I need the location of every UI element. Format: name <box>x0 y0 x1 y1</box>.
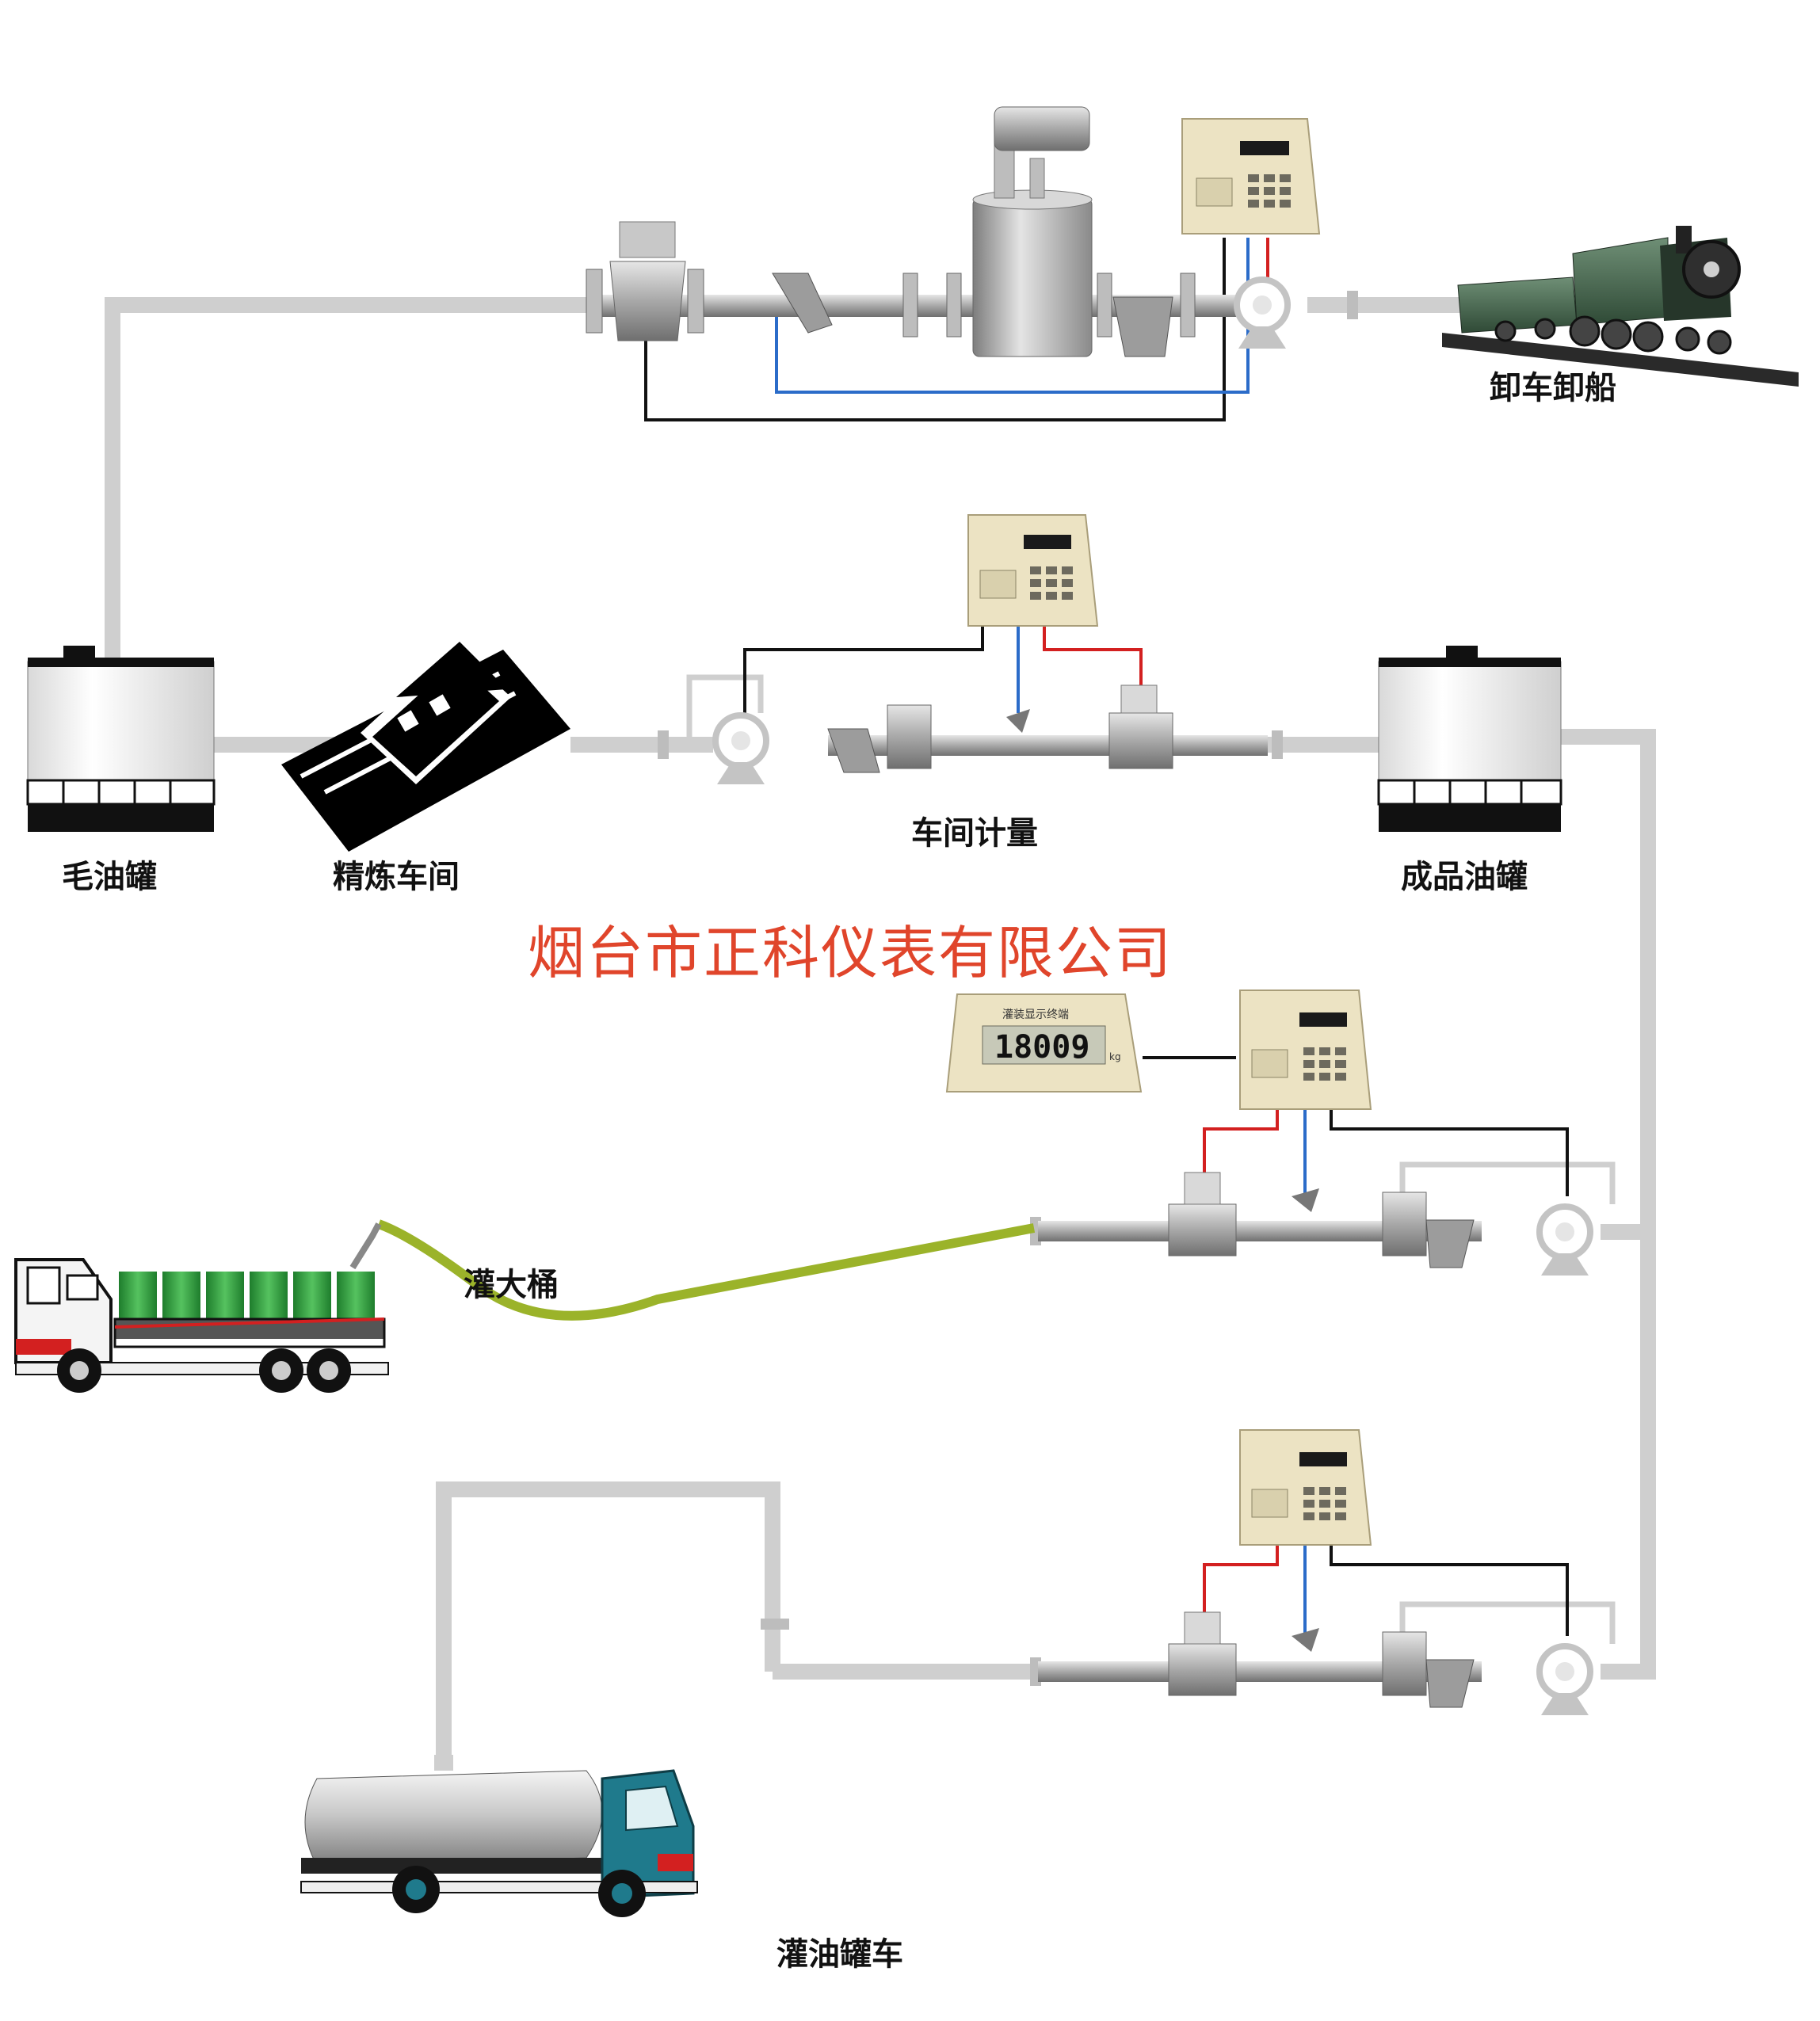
strainer-workshop <box>827 728 880 773</box>
meter-workshop <box>1108 712 1173 769</box>
controller-tanker <box>1239 1429 1372 1546</box>
refinery-house-icon <box>281 642 570 852</box>
controller-barrel <box>1239 990 1372 1110</box>
tanker-filling-line <box>1038 1611 1593 1715</box>
label-refinery: 精炼车间 <box>333 859 460 895</box>
label-workshop-metering: 车间计量 <box>911 815 1038 852</box>
remote-display-title: 灌装显示终端 <box>1002 1009 1069 1021</box>
bypass-tanker <box>1399 1601 1616 1644</box>
flange <box>761 1619 789 1630</box>
valve-workshop <box>887 704 932 769</box>
remote-display-unit: kg <box>1109 1051 1121 1062</box>
flange <box>1272 730 1283 759</box>
valve-barrel <box>1382 1192 1427 1256</box>
controller-workshop <box>967 514 1099 627</box>
barrel-filling-line <box>349 1172 1593 1321</box>
strainer-tanker <box>1425 1659 1475 1708</box>
mass-flow-meter <box>972 106 1196 357</box>
product-oil-tank <box>1377 646 1562 832</box>
label-product-tank: 成品油罐 <box>1401 859 1528 895</box>
drum-truck <box>14 1258 389 1393</box>
flange <box>658 730 669 759</box>
cable-barrel-red <box>1203 1109 1279 1188</box>
cable-barrel-black <box>1330 1109 1569 1196</box>
strainer-barrel <box>1425 1219 1475 1268</box>
control-valve <box>586 221 704 341</box>
sensor-tanker <box>1292 1628 1319 1652</box>
sensor-barrel <box>1292 1188 1319 1212</box>
pipe-product-tank-riser <box>1549 729 1656 1680</box>
company-name: 烟台市正科仪表有限公司 <box>528 920 1173 986</box>
tanker-truck <box>300 1755 698 1917</box>
pipe-bypass-loops <box>686 674 1616 1644</box>
cable-top-black <box>644 238 1226 421</box>
crude-oil-tank <box>26 646 216 832</box>
label-barrel-filling: 灌大桶 <box>464 1267 559 1303</box>
locomotive-train <box>1442 226 1799 387</box>
cable-tanker-black <box>1330 1545 1569 1636</box>
sensor-workshop <box>1006 709 1030 733</box>
top-flow-line <box>586 106 1321 357</box>
main-pipes <box>105 297 1656 1755</box>
strainer <box>772 273 962 337</box>
filling-hose <box>376 1219 1036 1321</box>
pipe-tanker-loading-arm <box>436 1481 780 1755</box>
flange <box>1347 291 1358 319</box>
rail-track <box>1442 333 1799 387</box>
cable-tanker-red <box>1203 1545 1279 1628</box>
label-unload: 卸车卸船 <box>1490 370 1616 406</box>
controller-top <box>1181 118 1321 235</box>
valve-tanker <box>1382 1631 1427 1696</box>
pump-top <box>1234 276 1291 349</box>
pump-workshop <box>712 712 769 784</box>
workshop-metering-line <box>712 684 1268 784</box>
meter-tanker <box>1168 1643 1237 1696</box>
cable-workshop-black <box>743 626 984 729</box>
bypass-barrel <box>1399 1161 1616 1204</box>
pipe-crude-tank-riser <box>105 297 590 662</box>
label-tanker-filling: 灌油罐车 <box>776 1936 903 1973</box>
cable-workshop-red <box>1043 626 1143 697</box>
remote-display-reading: 18009 <box>994 1029 1089 1066</box>
pump-barrel <box>1536 1203 1593 1276</box>
bypass-workshop <box>686 674 764 745</box>
meter-barrel <box>1168 1203 1237 1256</box>
pump-tanker <box>1536 1643 1593 1715</box>
label-crude-tank: 毛油罐 <box>62 859 157 895</box>
remote-display-terminal: 灌装显示终端 18009 kg <box>945 993 1143 1092</box>
oil-drums <box>119 1272 375 1319</box>
